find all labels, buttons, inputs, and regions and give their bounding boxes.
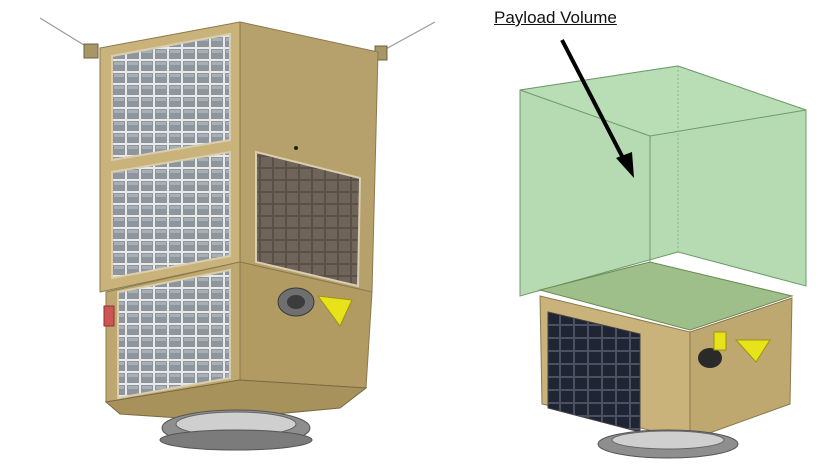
nozzle <box>698 348 722 368</box>
indicator-light <box>103 305 115 327</box>
solar-panel <box>111 150 231 280</box>
solar-panel <box>117 268 231 400</box>
top-plate <box>538 261 794 331</box>
antenna-right <box>383 21 436 51</box>
thruster-cone <box>734 339 771 363</box>
payload-volume-label: Payload Volume <box>494 8 617 27</box>
adapter-ring-bottom <box>159 429 313 451</box>
bus-base <box>104 379 368 421</box>
left-satellite <box>39 17 436 451</box>
antenna-left <box>39 17 93 51</box>
thruster-mount <box>713 331 727 351</box>
port <box>294 146 298 150</box>
solar-panel <box>255 150 362 288</box>
right-satellite <box>519 65 807 459</box>
antenna-mount-left <box>83 43 99 59</box>
nozzle-inner <box>287 295 305 309</box>
thruster-cone <box>316 295 353 327</box>
solar-panel <box>111 32 231 162</box>
adapter-ring-inner <box>611 430 725 450</box>
payload-volume-top <box>519 65 807 137</box>
arrow-icon <box>560 39 634 178</box>
